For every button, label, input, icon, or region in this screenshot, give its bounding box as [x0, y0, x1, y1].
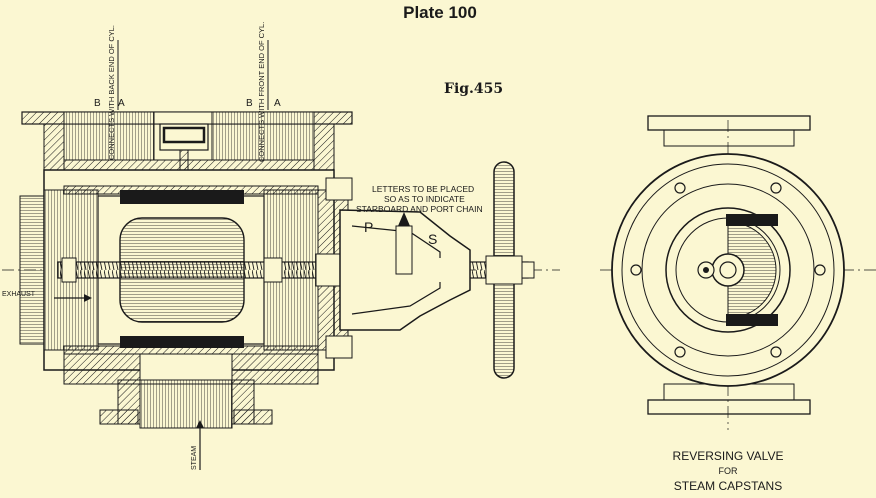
caption-line-2: FOR	[719, 466, 738, 476]
section-letter-a1: A	[118, 98, 125, 109]
letters-note-line-2: SO AS TO INDICATE	[384, 194, 465, 204]
port-letter: P	[364, 219, 373, 235]
section-letter-b1: B	[94, 98, 101, 109]
steam-label: STEAM	[191, 446, 198, 470]
exhaust-label: EXHAUST	[2, 291, 36, 298]
section-letter-a2: A	[274, 98, 281, 109]
figure-label: Fig.455	[444, 81, 503, 97]
section-letter-b2: B	[246, 98, 253, 109]
letters-note-line-1: LETTERS TO BE PLACED	[372, 184, 474, 194]
section-view	[2, 40, 560, 470]
caption-line-3: STEAM CAPSTANS	[674, 479, 782, 493]
letters-note-line-3: STARBOARD AND PORT CHAIN	[356, 204, 483, 214]
plate-title: Plate 100	[403, 3, 477, 22]
caption-line-1: REVERSING VALVE	[673, 449, 784, 463]
end-view	[600, 115, 876, 430]
connect-back-label: CONNECTS WITH BACK END OF CYL.	[107, 25, 116, 160]
connect-front-label: CONNECTS WITH FRONT END OF CYL.	[257, 22, 266, 162]
starboard-letter: S	[428, 231, 437, 247]
